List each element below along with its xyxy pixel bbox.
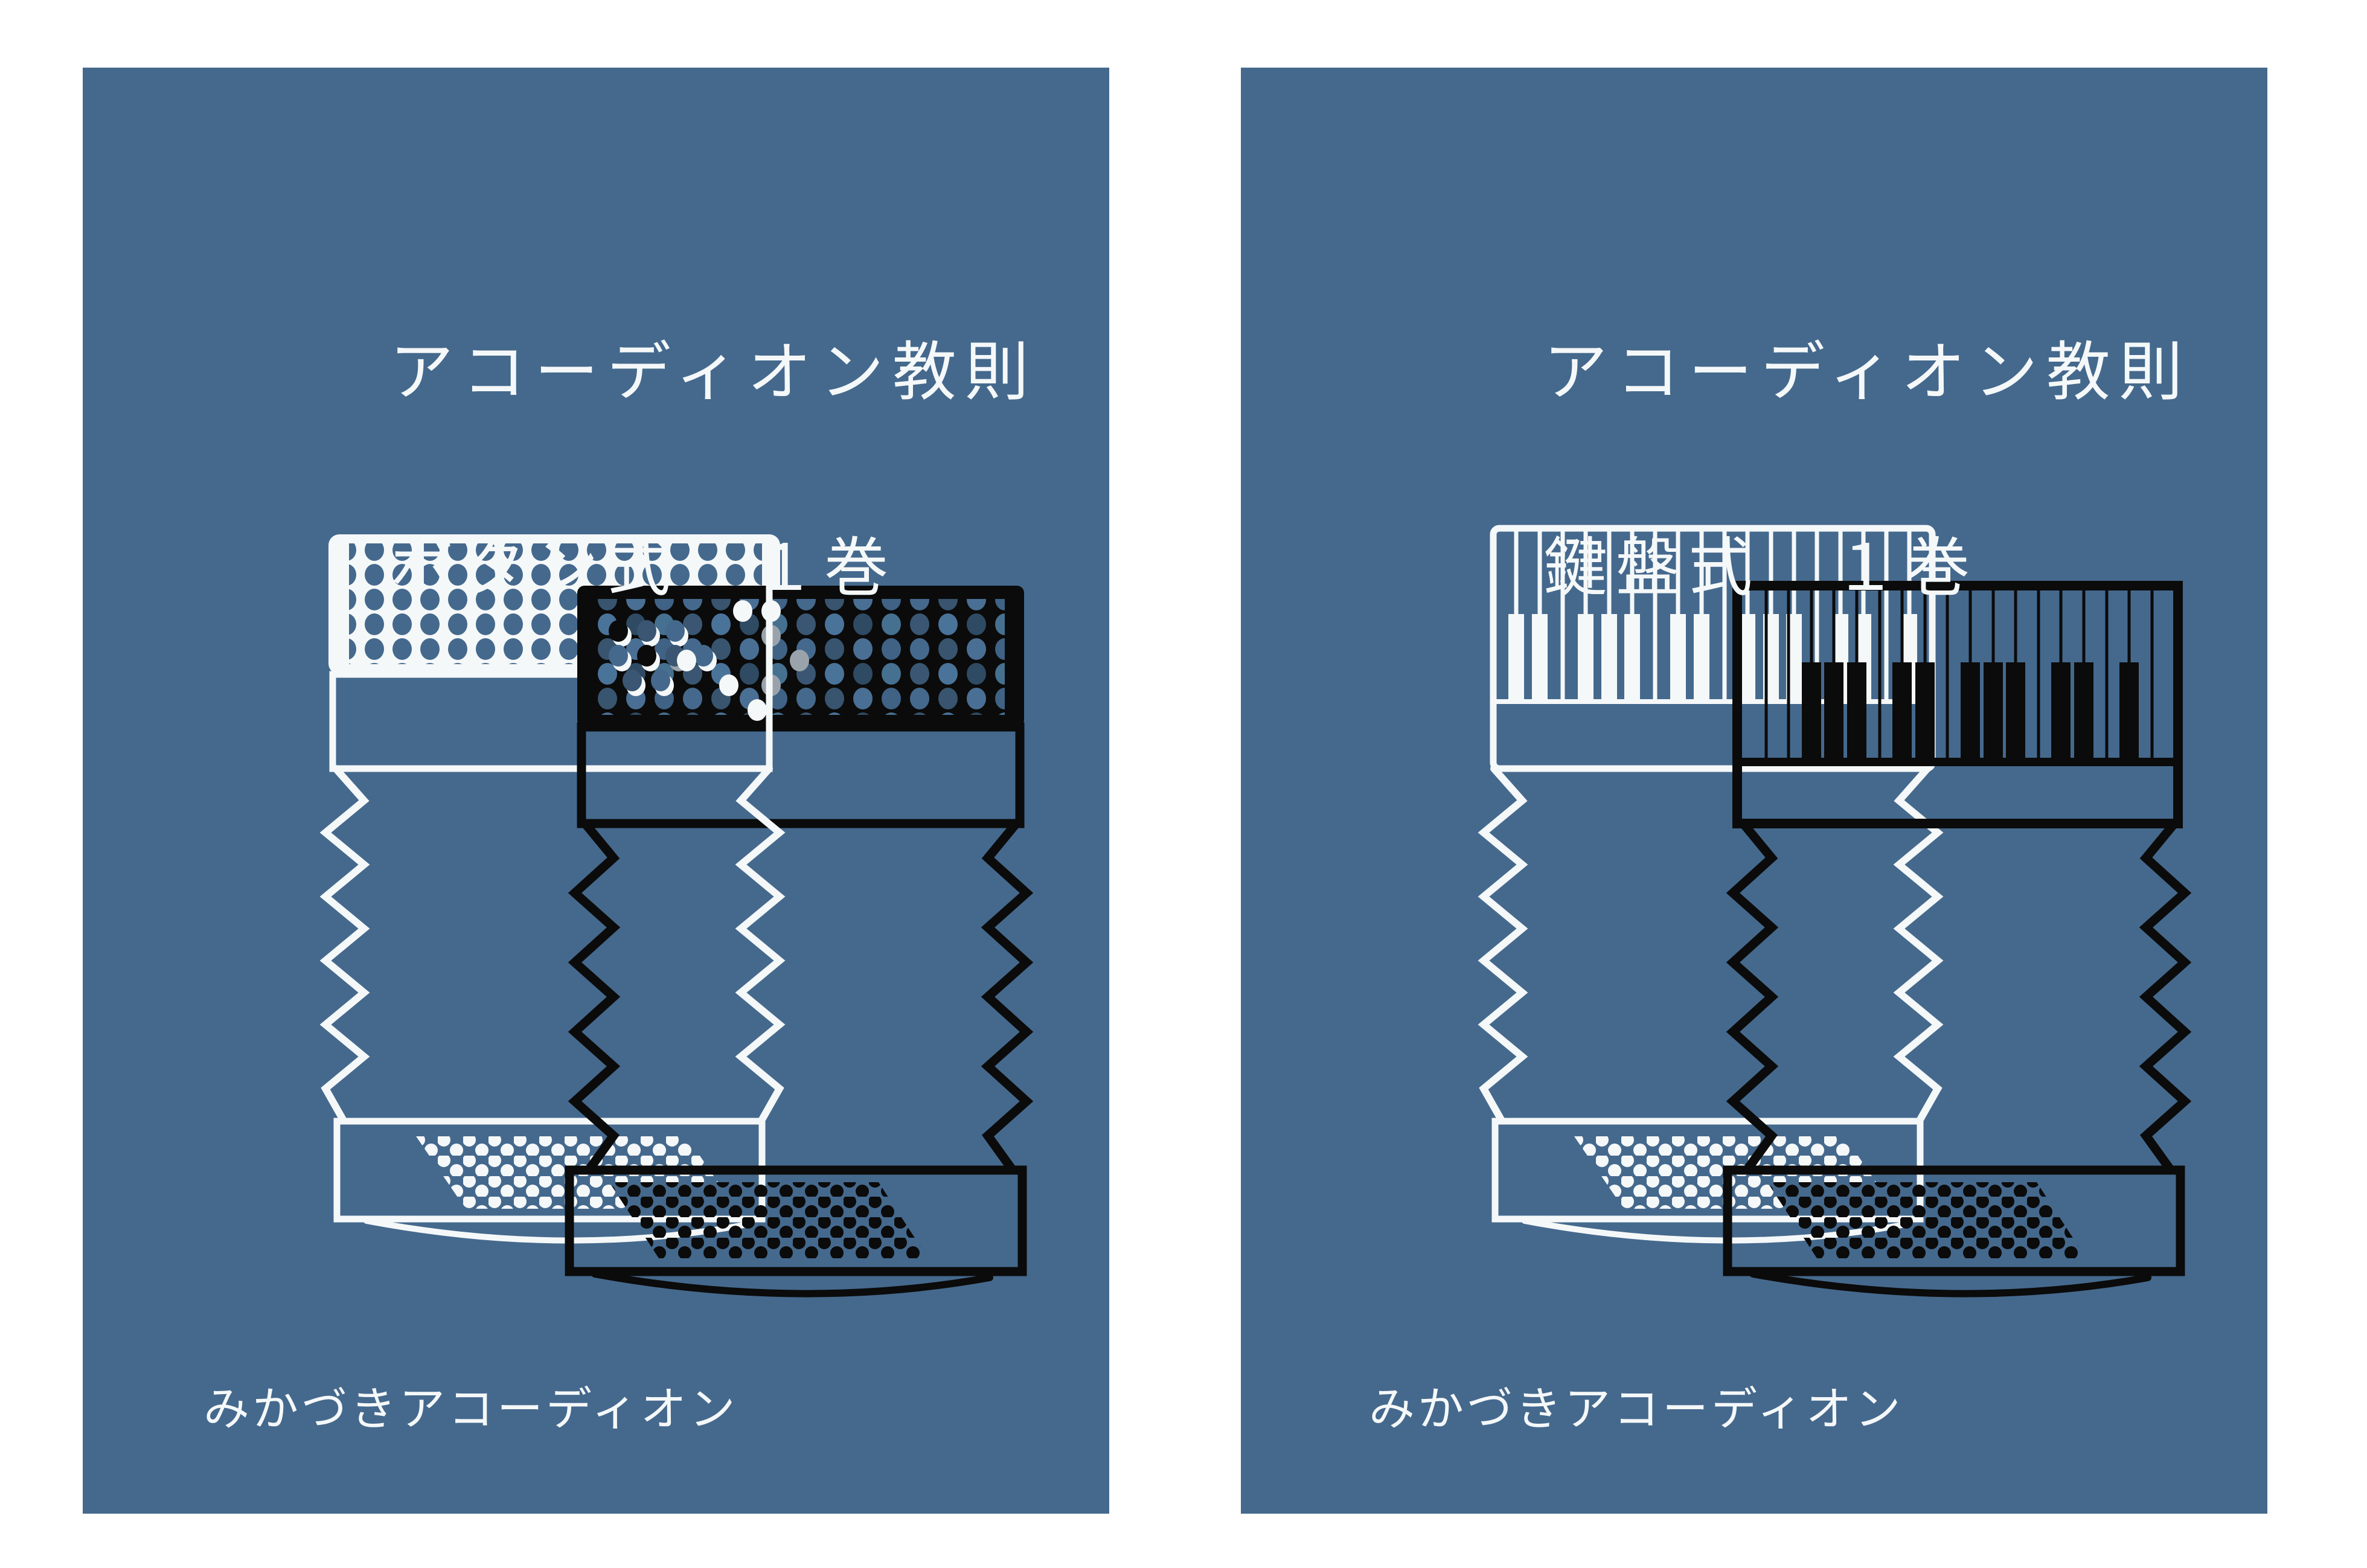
black-board-crescent-buttons <box>609 620 717 696</box>
cover-title-line2: ボタン式 １巻 <box>389 531 897 605</box>
black-bass-band <box>565 1165 1027 1276</box>
cover-title-line1: アコーディオン教則 <box>389 335 1037 409</box>
white-bellows-left-zigzag <box>1478 765 1528 1124</box>
black-base-plate-arc <box>591 1270 993 1298</box>
black-bass-band <box>1723 1165 2185 1276</box>
keyboard-accordion-book-cover: アコーディオン教則 鍵盤式 １巻 みかづきアコーディオン <box>1241 68 2267 1514</box>
cover-title: アコーディオン教則 ボタン式 １巻 <box>217 226 1037 715</box>
black-keyboard-frame <box>1732 581 2183 828</box>
white-accordion-overlap-lines <box>735 583 786 1124</box>
black-bellows-left-zigzag <box>568 819 621 1175</box>
black-keyboard-accordion <box>1723 581 2192 1298</box>
publisher-name: みかづきアコーディオン <box>1369 1382 1904 1436</box>
black-bass-dot-grid <box>609 1182 928 1258</box>
button-accordion-book-cover: アコーディオン教則 ボタン式 １巻 みかづきアコーディオン <box>83 68 1109 1514</box>
black-base-plate-arc <box>1749 1270 2151 1298</box>
black-bellows-right-zigzag <box>981 819 1034 1175</box>
cover-title: アコーディオン教則 鍵盤式 １巻 <box>1371 226 2191 715</box>
white-bellows-right-zigzag <box>735 765 786 1124</box>
keyboard-accordion-illustration <box>1478 525 2192 1298</box>
button-accordion-illustration <box>319 534 1034 1298</box>
cover-title-line1: アコーディオン教則 <box>1543 335 2191 409</box>
white-keyboard-panel <box>1490 525 1936 772</box>
black-bellows-right-zigzag <box>2139 819 2192 1175</box>
black-body-band <box>577 722 1025 828</box>
black-button-accordion <box>565 586 1034 1298</box>
black-black-keys <box>1802 662 2139 766</box>
white-bellows-left-zigzag <box>319 765 370 1124</box>
black-bellows-left-zigzag <box>1726 819 1779 1175</box>
cover-title-line2: 鍵盤式 １巻 <box>1543 531 1979 605</box>
black-bass-dot-grid <box>1767 1182 2086 1258</box>
publisher-name: みかづきアコーディオン <box>203 1382 738 1436</box>
